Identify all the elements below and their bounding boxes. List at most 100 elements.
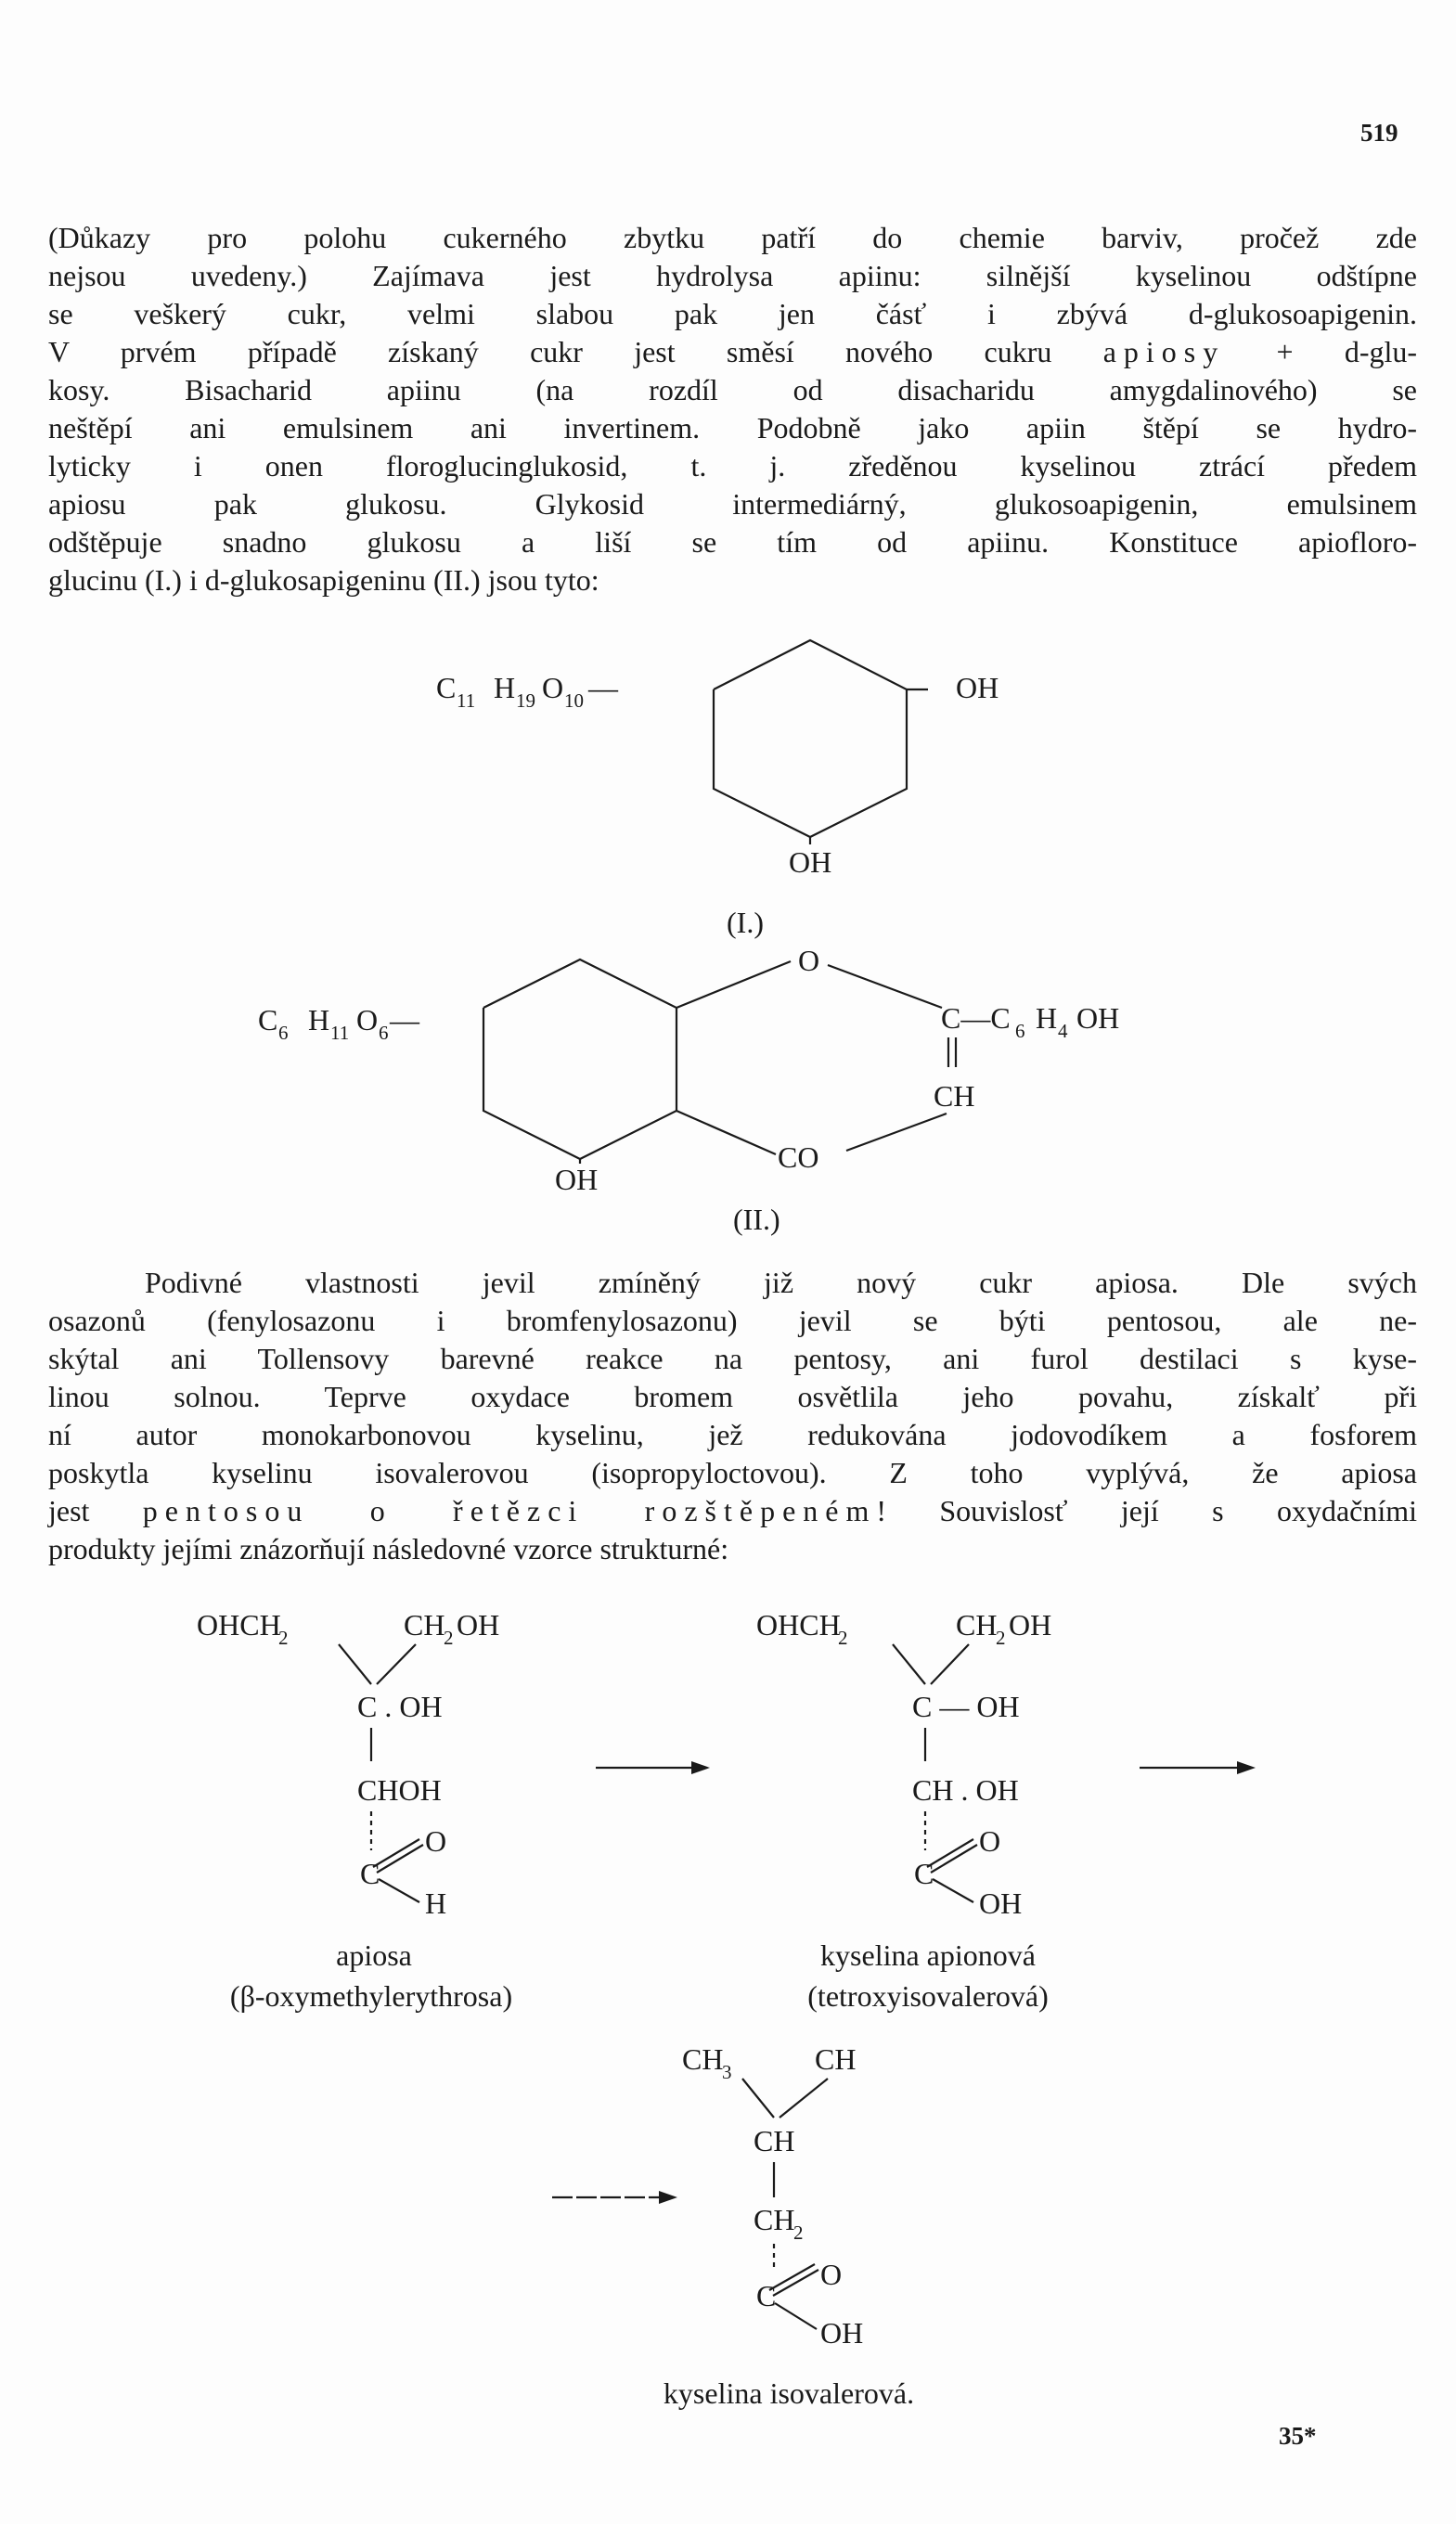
bond	[930, 1643, 970, 1685]
formula-h: H	[1036, 1001, 1057, 1035]
text-line: poskytla kyselinu isovalerovou (isopropy…	[48, 1456, 1417, 1489]
text-line: glucinu (I.) i d-glukosapigeninu (II.) j…	[48, 563, 599, 597]
formula-text: C	[756, 2279, 776, 2312]
bond	[779, 2078, 829, 2118]
formula-sub: 6	[379, 1022, 389, 1044]
formula-h: H	[308, 1003, 329, 1037]
structure-apiosa: OHCH 2 CH 2 OH C . OH CHOH C O H apiosa …	[197, 1608, 512, 2013]
bond	[338, 1643, 372, 1685]
oh-group: OH	[555, 1163, 598, 1196]
bond: —	[389, 1003, 420, 1037]
ring-oxygen: O	[798, 944, 819, 977]
spaced-term-apiosy: apiosy	[1102, 335, 1226, 368]
bond	[676, 959, 792, 1010]
formula-sub: 2	[793, 2221, 804, 2244]
formula-text: CH	[682, 2042, 723, 2076]
text-line: V prvém případě získaný cukr jest směsí …	[48, 333, 1417, 370]
reaction-arrow	[1140, 1761, 1256, 1774]
double-bond	[768, 2263, 816, 2291]
bond	[932, 1878, 974, 1903]
formula-sub: 4	[1058, 1020, 1068, 1042]
compound-name: kyselina apionová	[820, 1938, 1036, 1972]
bond	[741, 2078, 775, 2118]
text-line: neštěpí ani emulsinem ani invertinem. Po…	[48, 411, 1417, 444]
compound-synonym: (β-oxymethylerythrosa)	[230, 1979, 512, 2013]
oh-group: OH	[789, 845, 831, 879]
formula-text: OH	[820, 2316, 863, 2350]
formula-sub: 6	[278, 1022, 289, 1044]
compound-synonym: (tetroxyisovalerová)	[807, 1979, 1048, 2013]
structure-isovaleric-acid: CH 3 CH CH CH 2 C O OH kyselina isovaler…	[664, 2042, 914, 2410]
text-line: apiosu pak glukosu. Glykosid intermediár…	[48, 487, 1417, 521]
text-line: nejsou uvedeny.) Zajímava jest hydrolysa…	[48, 259, 1417, 292]
formula-sub: 2	[996, 1627, 1006, 1649]
arrow-head-icon	[659, 2191, 677, 2204]
text-segment: jest	[48, 1494, 90, 1527]
page-number: 519	[1360, 119, 1398, 147]
bond	[378, 1878, 420, 1903]
bond	[892, 1643, 926, 1685]
formula-text: CH	[754, 2203, 794, 2236]
formula-text: O	[979, 1824, 1000, 1858]
text-line: odštěpuje snadno glukosu a liší se tím o…	[48, 525, 1417, 559]
formula-text: CH	[404, 1608, 445, 1642]
text-line: se veškerý cukr, velmi slabou pak jen čá…	[48, 297, 1417, 330]
oh-group: OH	[1076, 1001, 1119, 1035]
text-segment: ! Souvislosť její s oxydačními	[876, 1494, 1418, 1527]
co-group: CO	[778, 1140, 818, 1174]
structure-1-apiofloroglucin: C 11 H 19 O 10 — OH OH (I.)	[436, 638, 999, 939]
c-group: C—C	[941, 1001, 1011, 1035]
compound-name: kyselina isovalerová.	[664, 2376, 914, 2410]
double-bond	[376, 1844, 424, 1874]
bond	[845, 1112, 947, 1153]
bond: —	[587, 671, 619, 704]
formula-text: CH . OH	[912, 1773, 1019, 1807]
structure-apionic-acid: OHCH 2 CH 2 OH C — OH CH . OH C O OH kys…	[756, 1608, 1051, 2013]
text-line: lyticky i onen floroglucinglukosid, t. j…	[48, 449, 1417, 483]
double-bond	[772, 2269, 819, 2297]
text-line: Podivné vlastnosti jevil zmíněný již nov…	[145, 1266, 1417, 1299]
benzene-ring	[482, 958, 678, 1161]
formula-c: C	[258, 1003, 277, 1037]
formula-text: CHOH	[357, 1773, 442, 1807]
structure-label: (II.)	[733, 1203, 780, 1236]
text-line: (Důkazy pro polohu cukerného zbytku patř…	[48, 221, 1417, 254]
formula-h: H	[494, 671, 515, 704]
formula-text: C — OH	[912, 1690, 1020, 1723]
formula-text: O	[820, 2258, 842, 2291]
double-bond	[930, 1844, 978, 1874]
arrow-head-icon	[1237, 1761, 1256, 1774]
double-bond	[926, 1838, 974, 1868]
formula-sub: 10	[564, 689, 584, 712]
oh-group: OH	[956, 671, 999, 704]
formula-sub: 11	[457, 689, 475, 712]
formula-sub: 2	[278, 1627, 289, 1649]
formula-sub: 2	[838, 1627, 848, 1649]
formula-text: C . OH	[357, 1690, 443, 1723]
bond	[676, 1109, 777, 1156]
formula-sub: 2	[444, 1627, 454, 1649]
formula-c: C	[436, 671, 456, 704]
text-line: produkty jejími znázorňují následovné vz…	[48, 1532, 729, 1565]
formula-sub: 11	[330, 1022, 349, 1044]
formula-text: OHCH	[756, 1608, 841, 1642]
formula-text: OH	[1009, 1608, 1051, 1642]
formula-text: H	[425, 1887, 446, 1920]
formula-text: OH	[457, 1608, 499, 1642]
formula-text: OH	[979, 1887, 1022, 1920]
text-segment: + d-glu-	[1276, 335, 1418, 368]
formula-o: O	[542, 671, 563, 704]
spaced-emphasis: pentosou o řetězci rozštěpeném	[142, 1494, 877, 1527]
formula-text: C	[914, 1857, 934, 1890]
formula-o: O	[356, 1003, 378, 1037]
formula-sub: 3	[722, 2061, 732, 2083]
formula-text: CH	[956, 1608, 997, 1642]
double-bond	[372, 1838, 420, 1868]
reaction-arrow	[552, 2191, 677, 2204]
text-line: osazonů (fenylosazonu i bromfenylosazonu…	[48, 1304, 1417, 1337]
formula-text: CH	[815, 2042, 856, 2076]
structure-2-glukosapigenin: C 6 H 11 O 6 — O C—C 6 H 4 OH CH CO OH (…	[258, 944, 1119, 1236]
text-line: jest pentosou o řetězci rozštěpeném! Sou…	[48, 1492, 1417, 1529]
